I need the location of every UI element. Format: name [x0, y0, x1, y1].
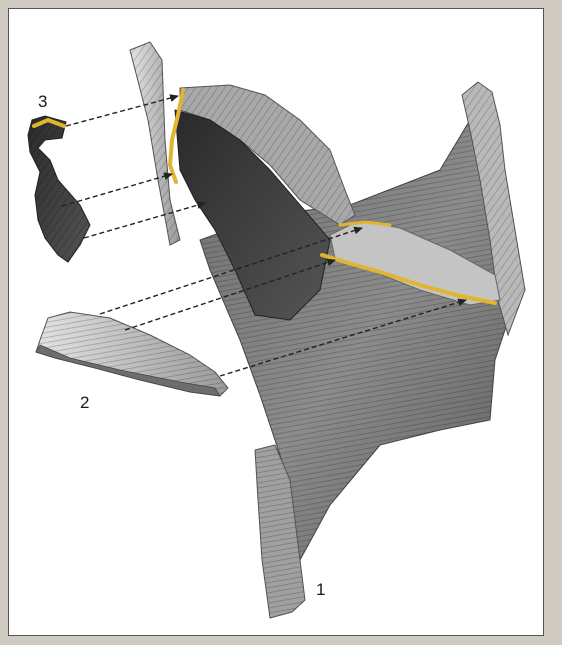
- arrow-3c: [84, 203, 205, 238]
- main-structure: [130, 42, 525, 618]
- arrow-3b: [62, 174, 172, 206]
- piece-three: [28, 116, 90, 262]
- label-1: 1: [316, 580, 325, 600]
- label-2: 2: [80, 393, 89, 413]
- label-3: 3: [38, 92, 47, 112]
- piece-two: [36, 312, 228, 396]
